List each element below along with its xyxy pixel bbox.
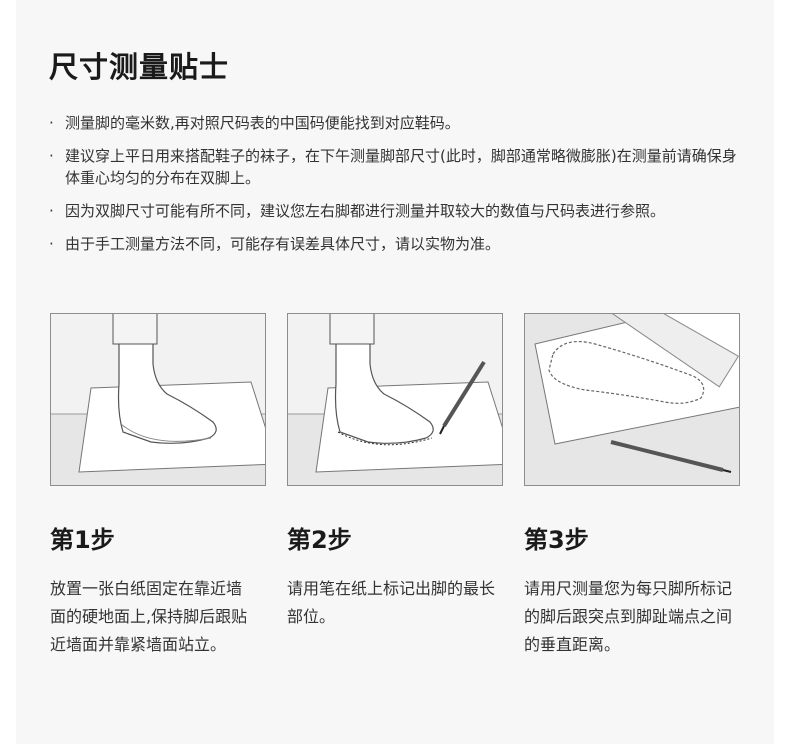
step1-illustration [50, 313, 266, 486]
bullet-dot: · [49, 147, 54, 165]
tips-list: · 测量脚的毫米数,再对照尺码表的中国码便能找到对应鞋码。 · 建议穿上平日用来… [49, 112, 789, 266]
step1-title: 第1步 [50, 526, 115, 554]
bullet-dot: · [49, 202, 54, 220]
step2-title: 第2步 [287, 526, 352, 554]
step2-illustration [287, 313, 503, 486]
tip-text: 测量脚的毫米数,再对照尺码表的中国码便能找到对应鞋码。 [65, 114, 460, 132]
step3-title: 第3步 [524, 526, 589, 554]
tip-item: · 建议穿上平日用来搭配鞋子的袜子，在下午测量脚部尺寸(此时，脚部通常略微膨胀)… [49, 145, 745, 189]
step3-illustration [524, 313, 740, 486]
tip-text: 由于手工测量方法不同，可能存有误差具体尺寸，请以实物为准。 [65, 235, 501, 253]
page-title: 尺寸测量贴士 [49, 50, 230, 84]
step1-text: 放置一张白纸固定在靠近墙面的硬地面上,保持脚后跟贴近墙面并靠紧墙面站立。 [50, 579, 248, 654]
tip-item: · 测量脚的毫米数,再对照尺码表的中国码便能找到对应鞋码。 [49, 112, 745, 134]
tip-text: 因为双脚尺寸可能有所不同，建议您左右脚都进行测量并取较大的数值与尺码表进行参照。 [65, 202, 666, 220]
step3-text: 请用尺测量您为每只脚所标记的脚后跟突点到脚趾端点之间的垂直距离。 [524, 579, 733, 654]
step2-text: 请用笔在纸上标记出脚的最长部位。 [287, 579, 496, 626]
tip-item: · 因为双脚尺寸可能有所不同，建议您左右脚都进行测量并取较大的数值与尺码表进行参… [49, 200, 790, 222]
bullet-dot: · [49, 114, 54, 132]
tip-text: 建议穿上平日用来搭配鞋子的袜子，在下午测量脚部尺寸(此时，脚部通常略微膨胀)在测… [65, 147, 737, 187]
tip-item: · 由于手工测量方法不同，可能存有误差具体尺寸，请以实物为准。 [49, 233, 745, 255]
bullet-dot: · [49, 235, 54, 253]
